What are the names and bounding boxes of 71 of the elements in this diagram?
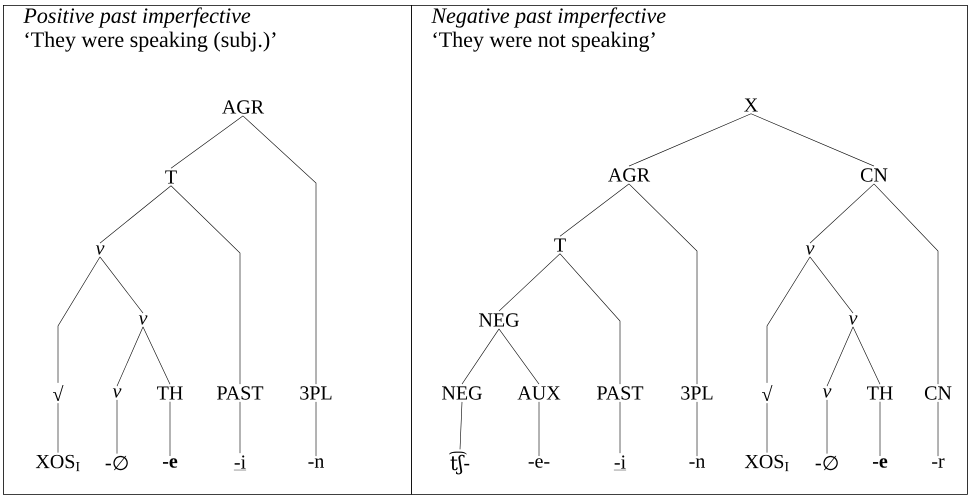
- tree-branch: [58, 256, 100, 384]
- tree-label: T: [165, 170, 177, 184]
- tree-label: CN: [860, 168, 888, 182]
- tree-branch: [696, 402, 698, 456]
- tree-branch: [460, 402, 462, 450]
- tree-branch: [560, 253, 620, 384]
- tree-label: -∅: [106, 456, 128, 470]
- tree-label: 3PL: [300, 386, 332, 400]
- table-cell: [411, 5, 968, 495]
- tree-label: -r: [932, 458, 944, 468]
- tree-branch: [498, 328, 540, 384]
- panel-heading: Negative past imperfective: [431, 7, 666, 28]
- tree-label: -n: [308, 458, 324, 468]
- tree-branch: [810, 256, 854, 314]
- tree-branch: [116, 326, 144, 386]
- tree-label: -i: [614, 455, 626, 470]
- tree-label: PAST: [597, 386, 644, 400]
- tree-branch: [766, 256, 810, 384]
- panel-heading: ‘They were speaking (subj.)’: [26, 32, 276, 52]
- tree-branch: [810, 184, 874, 244]
- tree-label: -n: [689, 458, 706, 468]
- tree-label: AGR: [608, 168, 650, 182]
- tree-label: TH: [157, 386, 183, 400]
- tree-branch: [100, 256, 144, 314]
- tree-branch: [462, 328, 500, 384]
- tree-label: CN: [924, 386, 952, 400]
- tree-label: XOS$_{I}$: [36, 454, 80, 472]
- tree-branch: [242, 116, 316, 384]
- tree-label: NEG: [442, 386, 482, 400]
- tree-label: v: [96, 245, 104, 255]
- tree-label: 3PL: [681, 386, 712, 400]
- tree-label: AUX: [518, 386, 560, 400]
- tree-label: TH: [867, 386, 893, 400]
- tree-label: v: [848, 315, 858, 325]
- tree-branch: [100, 185, 172, 244]
- tree-label: AGR: [222, 100, 264, 114]
- tree-label: T: [554, 238, 566, 252]
- panel-heading: ‘They were not speaking’: [434, 32, 655, 52]
- tree-label: √: [762, 385, 772, 401]
- tree-branch: [170, 185, 240, 384]
- table-cell: [3, 5, 412, 495]
- tree-branch: [852, 326, 880, 385]
- tree-branch: [750, 113, 874, 166]
- tree-branch: [538, 402, 540, 456]
- tree-label: XOS$_{I}$: [744, 454, 789, 472]
- tree-branch: [142, 326, 170, 385]
- tree-branch: [498, 253, 560, 312]
- tree-label: -∅: [816, 456, 838, 470]
- tree-branch: [628, 184, 698, 384]
- tree-branch: [874, 184, 938, 384]
- tree-label: t͡ʃ-: [449, 452, 470, 474]
- tree-label: -e: [872, 458, 888, 468]
- tree-branch: [170, 116, 244, 169]
- tree-label: v: [112, 388, 122, 398]
- panel-heading: Positive past imperfective: [23, 7, 250, 28]
- tree-branch: [628, 113, 752, 166]
- tree-label: PAST: [217, 386, 264, 400]
- tree-label: NEG: [479, 313, 519, 327]
- tree-label: v: [806, 245, 814, 255]
- tree-label: v: [138, 315, 148, 325]
- tree-branch: [560, 184, 630, 237]
- tree-branch: [766, 402, 768, 453]
- tree-label: -e-: [528, 458, 550, 468]
- tree-branch: [116, 400, 118, 454]
- tree-branch: [826, 326, 854, 386]
- tree-label: v: [822, 388, 832, 398]
- tree-label: -e: [162, 458, 178, 468]
- tree-label: -i: [234, 455, 246, 470]
- tree-branch: [826, 400, 828, 454]
- tree-label: √: [53, 385, 64, 401]
- tree-label: X: [744, 98, 758, 112]
